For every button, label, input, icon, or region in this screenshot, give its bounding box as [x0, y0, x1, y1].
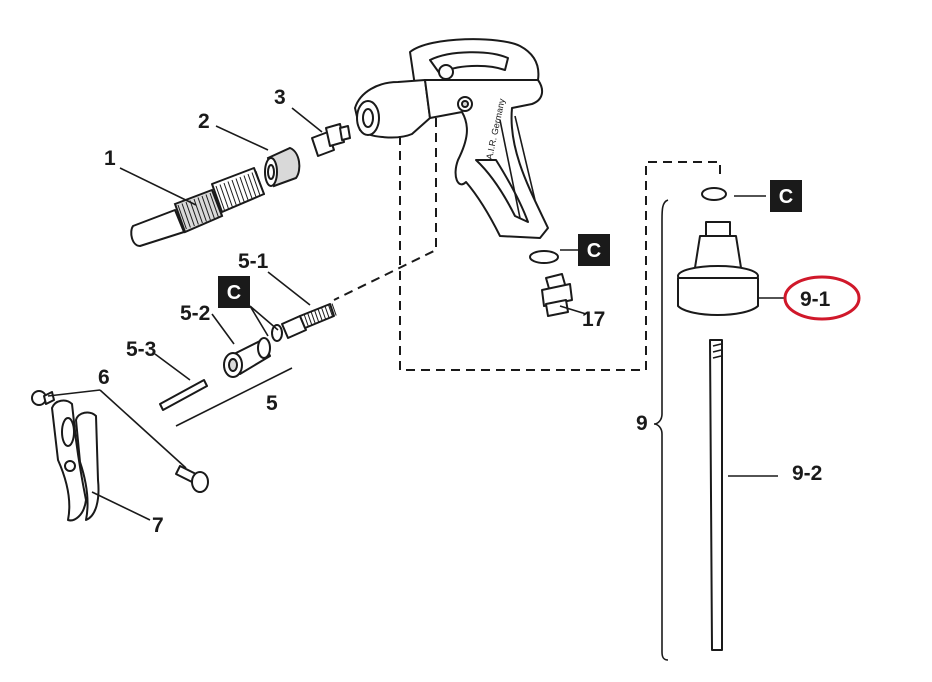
thread-line — [201, 195, 211, 221]
label-2: 2 — [198, 110, 210, 133]
label-5-3: 5-3 — [126, 338, 156, 361]
thread-line — [215, 185, 225, 211]
part-2-nut — [264, 146, 301, 188]
thread-line — [314, 309, 320, 323]
part-3-fitting — [311, 123, 351, 157]
label-6: 6 — [98, 366, 110, 389]
part-5-3-pin — [159, 379, 208, 411]
leader-lines — [47, 107, 786, 661]
part-6-screws — [31, 390, 209, 493]
thread-line — [231, 179, 241, 205]
thread-line — [255, 170, 265, 196]
thread-line — [205, 194, 215, 219]
thread-line — [181, 203, 191, 228]
assembly-dash-lines — [333, 118, 721, 371]
thread-line — [310, 311, 316, 324]
label-9-1: 9-1 — [800, 288, 831, 311]
thread-line — [328, 304, 334, 318]
thread-line — [209, 192, 219, 218]
svg-text:C: C — [587, 240, 601, 262]
thread-line — [219, 184, 229, 209]
label-3: 3 — [274, 86, 286, 109]
svg-text:C: C — [779, 186, 793, 208]
c-badge-valve: C — [218, 276, 250, 308]
thread-line — [247, 173, 257, 199]
thread-line — [243, 175, 253, 200]
label-9: 9 — [636, 412, 648, 435]
thread-line — [324, 306, 330, 319]
thread-line — [331, 303, 337, 316]
svg-text:C: C — [227, 282, 241, 304]
thread-line — [223, 182, 233, 208]
part-7-trigger — [51, 399, 100, 522]
label-17: 17 — [582, 308, 605, 331]
thread-line — [227, 181, 237, 206]
thread-line — [321, 307, 327, 320]
thread-line — [185, 201, 195, 227]
label-9-2: 9-2 — [792, 462, 822, 485]
thread-line — [239, 176, 249, 202]
thread-line — [303, 313, 309, 327]
part-5-2-valve-seat — [223, 337, 271, 378]
thread-line — [235, 178, 245, 203]
c-badge-gun: C — [578, 234, 610, 266]
thread-line — [189, 200, 199, 225]
label-5: 5 — [266, 392, 278, 415]
thread-line — [177, 204, 187, 230]
label-7: 7 — [152, 514, 164, 537]
label-1: 1 — [104, 147, 116, 170]
part-9-1-cone — [677, 187, 759, 316]
label-5-1: 5-1 — [238, 250, 269, 273]
c-badge-top: C — [770, 180, 802, 212]
thread-line — [251, 172, 261, 197]
part-17-fitting — [529, 250, 573, 317]
thread-line — [317, 308, 323, 321]
part-1-nozzle — [130, 167, 265, 247]
part-9-2-tube — [709, 339, 723, 651]
part-labels: 1 2 3 5-1 5-2 5-3 5 6 7 17 9 9-1 9-2 — [98, 86, 831, 537]
thread-line — [193, 198, 203, 224]
highlight-circle — [783, 275, 861, 321]
thread-line — [197, 197, 207, 222]
label-5-2: 5-2 — [180, 302, 210, 325]
spray-gun-body: A.I.R. Germany — [354, 38, 549, 239]
part-5-1-valve-stem — [271, 303, 337, 342]
thread-line — [307, 312, 313, 325]
